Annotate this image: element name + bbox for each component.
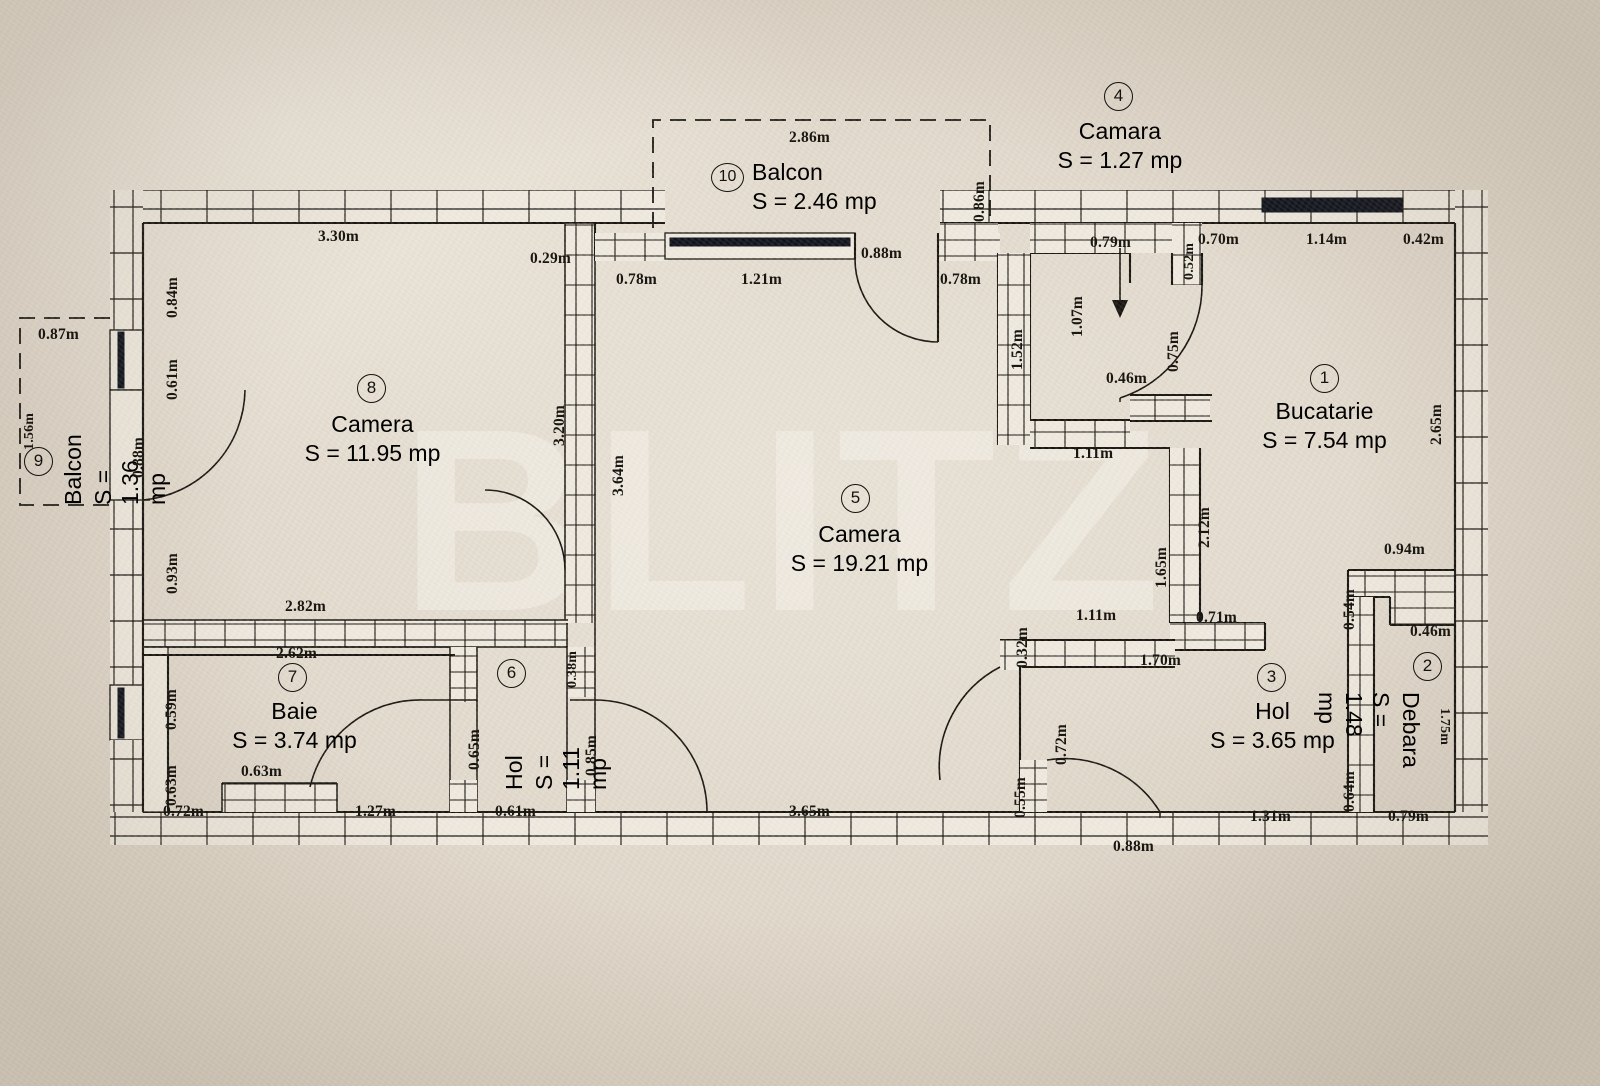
dim-0-32m: 0.32m (1014, 626, 1031, 668)
dim-0-65m: 0.65m (466, 728, 483, 770)
dim-0-79m: 0.79m (1090, 234, 1132, 251)
room-label-camera8: Camera S = 11.95 mp (270, 411, 475, 467)
dim-1-52m: 1.52m (1009, 328, 1026, 370)
dim-0-78m-right: 0.78m (940, 271, 982, 288)
dim-0-59m: 0.59m (163, 688, 180, 730)
dim-0-46m-debara: 0.46m (1410, 623, 1452, 640)
dim-0-72m-hol3: 0.72m (1053, 723, 1070, 765)
room-name-camera5: Camera (818, 521, 901, 547)
dim-1-07m: 1.07m (1069, 295, 1086, 337)
dim-0-38m: 0.38m (565, 650, 580, 688)
dim-2-62m: 2.62m (276, 645, 318, 662)
dim-1-75m: 1.75m (1437, 708, 1452, 746)
room-name-balcon10: Balcon (752, 159, 823, 185)
dim-0-84m: 0.84m (164, 276, 181, 318)
dim-1-65m: 1.65m (1153, 546, 1170, 588)
dim-0-52m: 0.52m (1182, 242, 1197, 280)
dim-1-14m: 1.14m (1306, 231, 1348, 248)
room-badge-3: 3 (1257, 663, 1286, 692)
dim-1-11m-bot: 1.11m (1076, 607, 1117, 624)
dim-1-56m: 1.56m (22, 412, 37, 450)
dim-0-94m: 0.94m (1384, 541, 1426, 558)
room-label-balcon10: Balcon S = 2.46 mp (752, 159, 952, 215)
room-name-balcon9: Balcon (60, 434, 86, 505)
room-badge-8: 8 (357, 374, 386, 403)
room-name-camara: Camara (1078, 118, 1162, 144)
room-badge-10: 10 (711, 163, 744, 192)
dim-3-64m: 3.64m (610, 454, 627, 496)
room-area-camera5: S = 19.21 mp (790, 550, 929, 576)
dim-1-21m: 1.21m (741, 271, 783, 288)
room-label-baie: Baie S = 3.74 mp (192, 698, 397, 754)
dim-0-79m-debara: 0.79m (1388, 808, 1430, 825)
room-name-debara: Debara (1398, 692, 1424, 769)
dim-0-46m-camara: 0.46m (1106, 370, 1148, 387)
dim-1-11m-top: 1.11m (1073, 445, 1114, 462)
dim-0-70m: 0.70m (1198, 231, 1240, 248)
room-area-camera8: S = 11.95 mp (304, 440, 441, 466)
room-badge-7: 7 (278, 663, 307, 692)
dim-0-42m: 0.42m (1403, 231, 1445, 248)
room-badge-5: 5 (841, 484, 870, 513)
dim-2-12m: 2.12m (1196, 506, 1213, 548)
dim-3-30m: 3.30m (318, 228, 360, 245)
dim-1-70m: 1.70m (1140, 652, 1182, 669)
dim-0-61m-hol: 0.61m (495, 803, 537, 820)
room-label-hol3: Hol S = 3.65 mp (1170, 698, 1375, 754)
room-name-baie: Baie (271, 698, 318, 724)
room-label-bucatarie: Bucatarie S = 7.54 mp (1222, 398, 1427, 454)
room-label-camara: Camara S = 1.27 mp (1010, 118, 1230, 174)
dim-0-63m-h: 0.63m (241, 763, 283, 780)
dim-0-54m: 0.54m (1341, 588, 1358, 630)
room-badge-4: 4 (1104, 82, 1133, 111)
room-area-camara: S = 1.27 mp (1057, 147, 1183, 173)
room-area-balcon10: S = 2.46 mp (752, 188, 877, 214)
dim-0-71m: 0.71m (1196, 609, 1238, 626)
dim-2-86m: 2.86m (789, 129, 831, 146)
dim-0-88m-balcon10: 0.88m (861, 245, 903, 262)
room-label-camera5: Camera S = 19.21 mp (757, 521, 962, 577)
room-name-hol3: Hol (1255, 698, 1290, 724)
dim-0-85m: 0.85m (583, 734, 600, 776)
dim-0-88m-bot: 0.88m (1113, 838, 1155, 855)
room-area-bucatarie: S = 7.54 mp (1262, 427, 1387, 453)
dim-0-29m: 0.29m (530, 250, 572, 267)
room-name-camera8: Camera (331, 411, 414, 437)
dim-1-27m: 1.27m (355, 803, 397, 820)
room-area-baie: S = 3.74 mp (232, 727, 357, 753)
dim-0-55m: 0.55m (1012, 776, 1029, 818)
room-area-hol3: S = 3.65 mp (1210, 727, 1335, 753)
room-name-hol6: Hol (501, 755, 527, 790)
dim-0-64m: 0.64m (1341, 770, 1358, 812)
room-name-bucatarie: Bucatarie (1275, 398, 1374, 424)
dim-0-63m-v: 0.63m (163, 764, 180, 806)
dim-2-65m: 2.65m (1428, 403, 1445, 445)
dim-0-93m: 0.93m (164, 552, 181, 594)
dim-0-61m: 0.61m (164, 358, 181, 400)
dim-0-72m: 0.72m (163, 803, 205, 820)
dim-3-20m: 3.20m (551, 404, 568, 446)
dim-0-86m: 0.86m (971, 180, 988, 222)
dim-1-31m: 1.31m (1250, 808, 1292, 825)
room-badge-1: 1 (1310, 364, 1339, 393)
dim-0-78m-left: 0.78m (616, 271, 658, 288)
room-badge-2: 2 (1413, 652, 1442, 681)
room-badge-6: 6 (497, 659, 526, 688)
dim-2-82m: 2.82m (285, 598, 327, 615)
dim-3-65m: 3.65m (789, 803, 831, 820)
room-badge-9: 9 (24, 447, 53, 476)
dim-0-87m: 0.87m (38, 326, 80, 343)
dim-0-75m: 0.75m (1165, 330, 1182, 372)
dim-0-88m-balcon9: 0.88m (130, 436, 147, 478)
room-area-debara: S = 1.48 mp (1314, 692, 1394, 737)
